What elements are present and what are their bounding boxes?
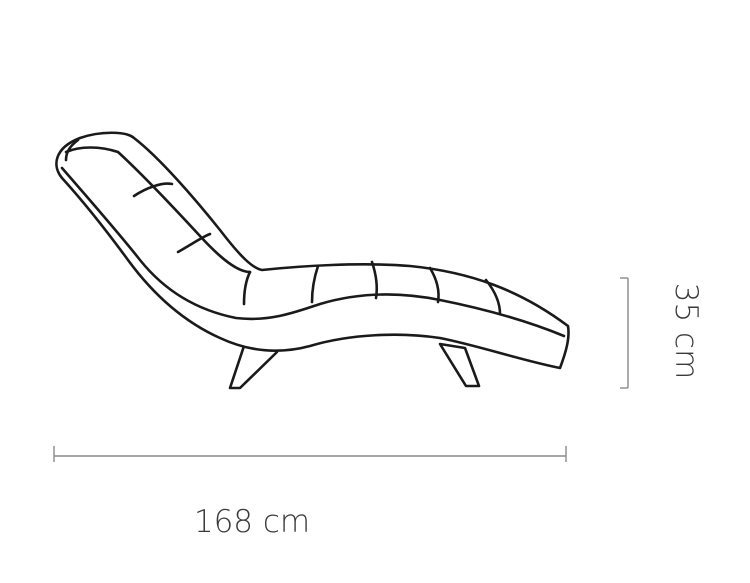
tuft-line [176, 232, 212, 254]
chaise-longue [55, 131, 570, 390]
side-seam [60, 166, 566, 338]
length-dimension [53, 446, 567, 462]
height-label: 35 cm [668, 283, 704, 380]
seat-top-seam [64, 146, 252, 274]
head-cushion-line [64, 138, 80, 162]
height-dimension [620, 277, 629, 389]
chaise-body [55, 131, 570, 370]
front-leg [438, 342, 481, 388]
tuft-line [310, 264, 320, 304]
tuft-line [132, 182, 174, 198]
length-label: 168 cm [194, 504, 310, 540]
tuft-line [484, 278, 502, 316]
back-leg [228, 344, 279, 390]
tuft-line [428, 266, 440, 304]
tuft-line [242, 270, 252, 306]
tuft-line [370, 260, 379, 300]
